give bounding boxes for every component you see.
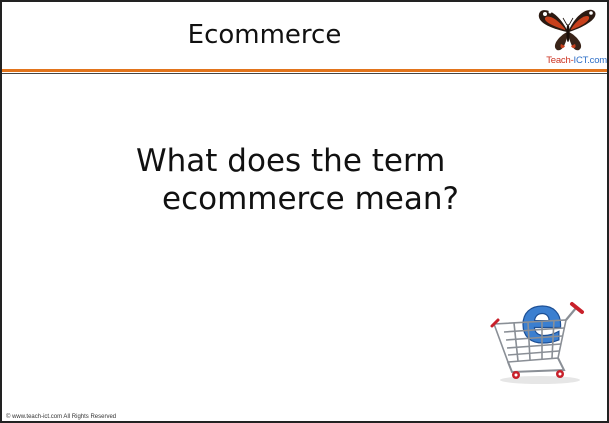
copyright-footer: © www.teach-ict.com All Rights Reserved [6,414,117,420]
divider-orange-bar [2,69,607,72]
teach-ict-logo: Teach-ICT.com [535,4,607,68]
question-line-2: ecommerce mean? [162,181,459,217]
slide-title: Ecommerce [187,20,342,50]
logo-text-ict: ICT [573,55,588,66]
slide-header: Ecommerce [2,2,607,68]
logo-text-teach: Teach- [546,55,574,66]
shopping-cart-icon: e [490,290,584,384]
header-divider [2,69,607,75]
question-line-1: What does the term [136,143,446,179]
question-text: What does the term ecommerce mean? [127,142,507,218]
divider-thin-line [2,73,607,74]
logo-text-com: .com [587,55,607,66]
logo-text: Teach-ICT.com [546,55,607,66]
butterfly-icon [538,9,596,51]
